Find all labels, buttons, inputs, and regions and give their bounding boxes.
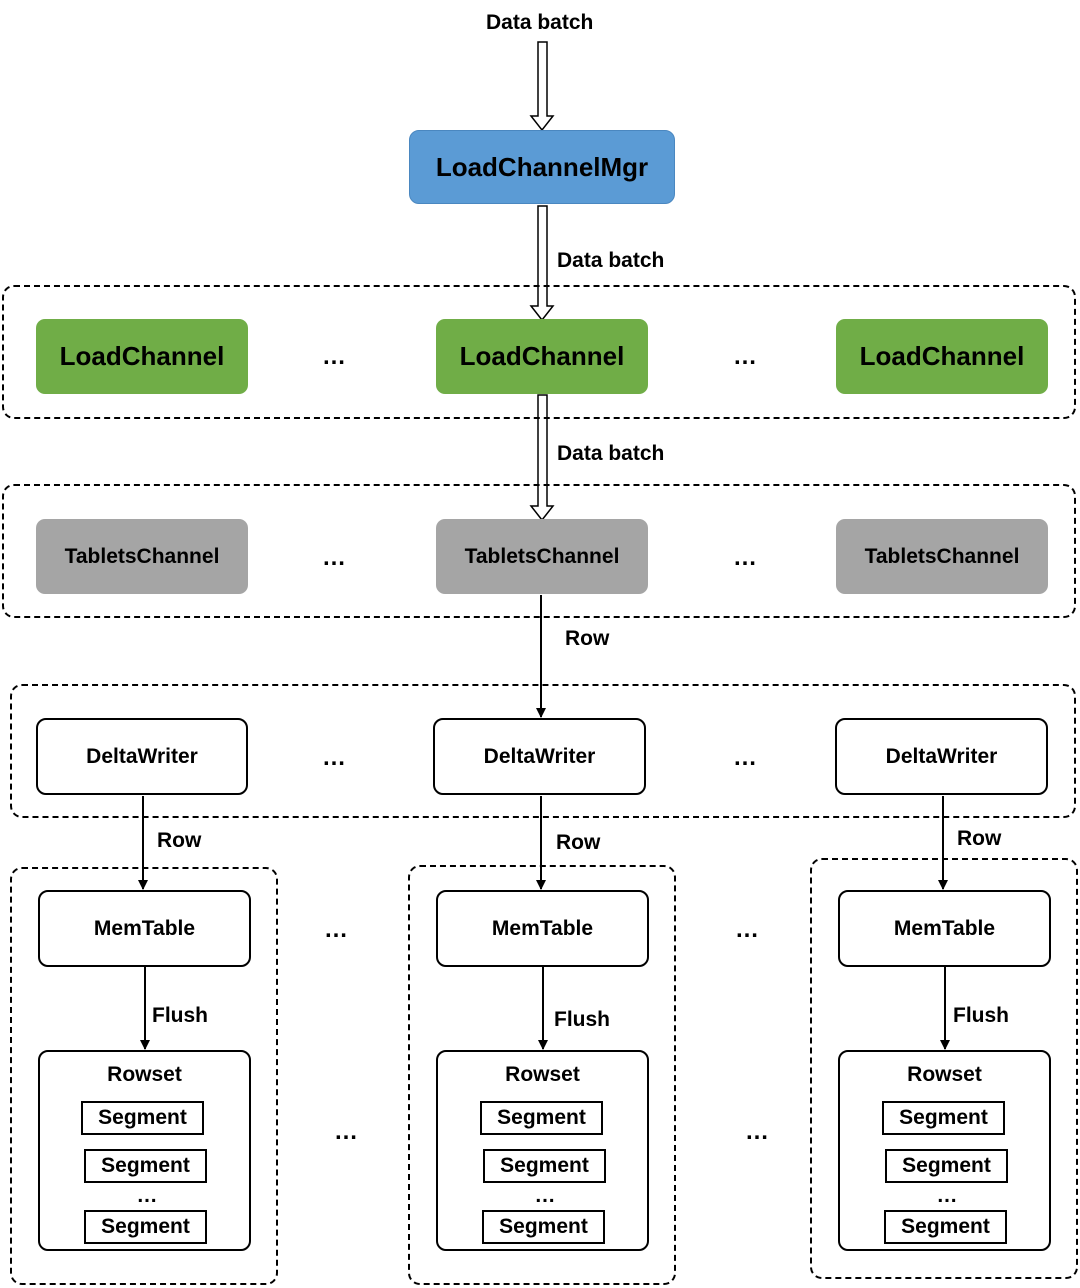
load-channel-node-left: LoadChannel (36, 319, 248, 394)
flush-label-center: Flush (554, 1008, 610, 1031)
rowset-node-left: Rowset Segment Segment … Segment (38, 1050, 251, 1251)
delta-writer-node-center: DeltaWriter (433, 718, 646, 795)
ellipsis-rowset-1: … (334, 1118, 359, 1145)
rowset-title: Rowset (107, 1063, 182, 1086)
segment-box: Segment (84, 1149, 207, 1183)
ellipsis-rowset-2: … (745, 1118, 770, 1145)
tablets-channel-node-right: TabletsChannel (836, 519, 1048, 594)
segment-ellipsis: … (534, 1184, 556, 1207)
tablets-channel-node-center: TabletsChannel (436, 519, 648, 594)
segment-box: Segment (84, 1210, 207, 1244)
segment-ellipsis: … (936, 1184, 958, 1207)
segment-box: Segment (480, 1101, 603, 1135)
segment-box: Segment (81, 1101, 204, 1135)
tablets-channel-node-left: TabletsChannel (36, 519, 248, 594)
ellipsis-tablets-channel-2: … (733, 544, 758, 571)
load-channel-node-center: LoadChannel (436, 319, 648, 394)
load-channel-group (2, 285, 1076, 419)
rowset-title: Rowset (505, 1063, 580, 1086)
memtable-node-center: MemTable (436, 890, 649, 967)
delta-writer-node-left: DeltaWriter (36, 718, 248, 795)
data-batch-arrow-top (529, 41, 555, 132)
data-batch-arrow-low (529, 394, 555, 522)
ellipsis-memtable-1: … (324, 916, 349, 943)
ellipsis-tablets-channel-1: … (322, 544, 347, 571)
rowset-title: Rowset (907, 1063, 982, 1086)
segment-box: Segment (882, 1101, 1005, 1135)
delta-writer-group (10, 684, 1076, 818)
segment-box: Segment (885, 1149, 1008, 1183)
tablet-writer-group-right (810, 858, 1078, 1279)
row-label-left: Row (157, 829, 202, 852)
tablet-writer-group-center (408, 865, 676, 1285)
flush-label-right: Flush (953, 1004, 1009, 1027)
segment-box: Segment (884, 1210, 1007, 1244)
data-batch-label-top: Data batch (486, 11, 594, 34)
tablet-writer-group-left (10, 867, 278, 1285)
data-batch-arrow-mid (529, 205, 555, 322)
rowset-node-right: Rowset Segment Segment … Segment (838, 1050, 1051, 1251)
segment-box: Segment (482, 1210, 605, 1244)
ellipsis-load-channel-2: … (733, 343, 758, 370)
load-channel-mgr-node: LoadChannelMgr (409, 130, 675, 204)
data-batch-label-low: Data batch (557, 442, 665, 465)
flush-label-left: Flush (152, 1004, 208, 1027)
ellipsis-load-channel-1: … (322, 343, 347, 370)
tablets-channel-group (2, 484, 1076, 618)
memtable-node-right: MemTable (838, 890, 1051, 967)
row-label-center: Row (556, 831, 601, 854)
delta-writer-node-right: DeltaWriter (835, 718, 1048, 795)
data-batch-label-mid: Data batch (557, 249, 665, 272)
row-label-right: Row (957, 827, 1002, 850)
memtable-node-left: MemTable (38, 890, 251, 967)
ellipsis-memtable-2: … (735, 916, 760, 943)
load-channel-node-right: LoadChannel (836, 319, 1048, 394)
segment-box: Segment (483, 1149, 606, 1183)
ellipsis-delta-writer-2: … (733, 744, 758, 771)
segment-ellipsis: … (136, 1184, 158, 1207)
ellipsis-delta-writer-1: … (322, 744, 347, 771)
rowset-node-center: Rowset Segment Segment … Segment (436, 1050, 649, 1251)
row-label-tablets: Row (565, 627, 610, 650)
